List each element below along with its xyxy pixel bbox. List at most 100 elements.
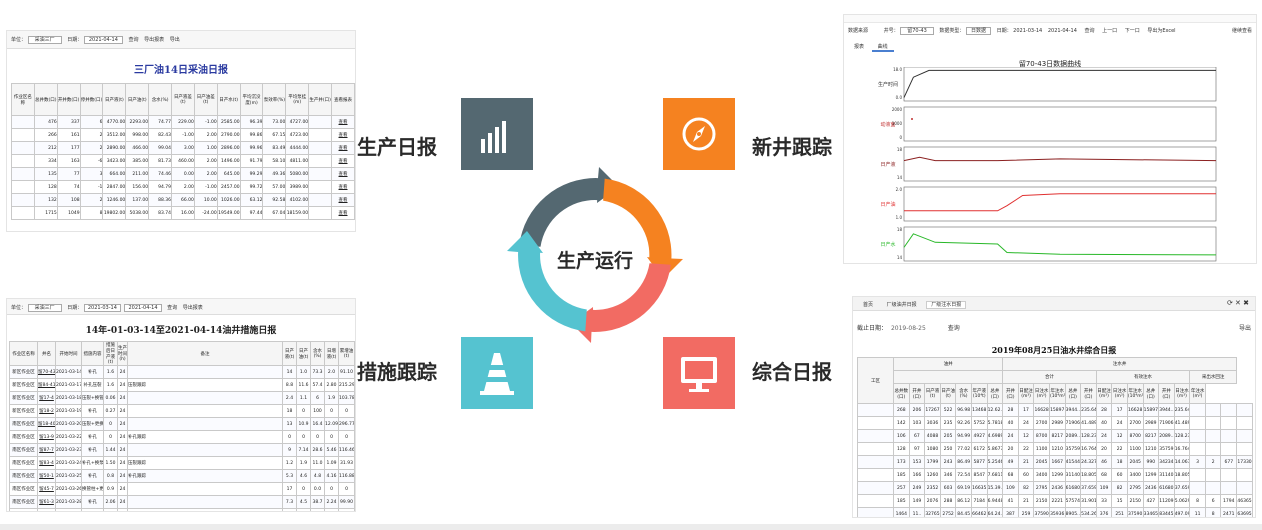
date-input[interactable]: 2019-08-25 xyxy=(890,325,926,332)
prev-button[interactable]: 上一口 xyxy=(1102,28,1118,34)
unit-select[interactable]: 采油三厂 xyxy=(27,304,62,312)
view-report-link[interactable]: 查看 xyxy=(331,141,355,155)
panel-frame xyxy=(903,186,1217,222)
table-cell: 24 xyxy=(117,456,128,470)
table-cell xyxy=(308,193,333,207)
print-button[interactable]: 导出报表 xyxy=(144,37,165,43)
table-cell: 16.7644 xyxy=(1173,442,1191,456)
well-select[interactable]: 留70-43 xyxy=(900,27,934,35)
well-link[interactable]: 留17-4 xyxy=(37,391,56,405)
column-header: 日增液(t) xyxy=(324,341,339,366)
table-cell: 990 xyxy=(1142,455,1160,469)
table-cell: 1.09 xyxy=(324,456,339,470)
column-header: 开井数(口) xyxy=(56,83,81,116)
table-cell: 24 xyxy=(1017,416,1035,430)
well-link[interactable]: 留45-7 xyxy=(37,482,56,496)
table-cell: 7.6811 xyxy=(986,468,1004,482)
view-report-link[interactable]: 查看 xyxy=(331,128,355,142)
table-cell: 109 xyxy=(1002,481,1019,495)
date-from[interactable]: 2021-03-14 xyxy=(83,304,121,312)
well-link[interactable]: 留50-1 xyxy=(37,469,56,483)
column-header: 开始时间 xyxy=(55,341,82,366)
query-button[interactable]: 查询 xyxy=(128,37,139,43)
daily-report-tile[interactable] xyxy=(461,98,533,170)
table-cell: 补孔 xyxy=(81,495,104,509)
date-input[interactable]: 2021-04-14 xyxy=(83,36,123,44)
table-cell: 60 xyxy=(1111,468,1128,482)
tab-oil-daily[interactable]: 厂级油井日报 xyxy=(886,302,917,308)
exit-button[interactable]: 导出 xyxy=(169,37,180,43)
table-cell: 603 xyxy=(939,481,957,495)
query-button[interactable]: 查询 xyxy=(947,325,960,332)
table-cell: 3.00 xyxy=(171,141,195,155)
view-report-link[interactable]: 查看 xyxy=(331,180,355,194)
export-button[interactable]: 导出为Excel xyxy=(1147,28,1176,34)
next-button[interactable]: 下一口 xyxy=(1124,28,1140,34)
date-to[interactable]: 2021-04-14 xyxy=(1047,28,1077,34)
date-to[interactable]: 2021-04-14 xyxy=(124,304,162,312)
table-cell xyxy=(1220,416,1238,430)
table-cell: 1260 xyxy=(924,468,941,482)
table-cell: 2.00 xyxy=(193,167,218,181)
well-link[interactable]: 留87-7 xyxy=(37,443,56,457)
table-cell: 8 xyxy=(1189,494,1206,508)
label-newwell[interactable]: 新井跟踪 xyxy=(752,135,832,159)
table-cell: 4927 xyxy=(970,429,988,443)
table-cell: 2.00 xyxy=(171,180,195,194)
table-cell: 南区作业区 xyxy=(9,495,38,509)
table-cell: 71906 xyxy=(1158,416,1175,430)
query-button[interactable]: 查询 xyxy=(1084,28,1095,34)
well-link[interactable]: 留83-4 xyxy=(37,456,56,470)
table-cell xyxy=(1236,481,1253,495)
export-button[interactable]: 导出 xyxy=(1238,325,1251,332)
view-report-link[interactable]: 查看 xyxy=(331,193,355,207)
column-header: 日产油(t) xyxy=(125,83,150,116)
column-header: 查看报表 xyxy=(331,83,355,116)
table-cell: 137.00 xyxy=(125,193,150,207)
query-button[interactable]: 查询 xyxy=(167,305,178,311)
summary-tile[interactable] xyxy=(663,337,735,409)
view-report-link[interactable]: 查看 xyxy=(331,206,355,220)
label-summary[interactable]: 综合日报 xyxy=(752,360,832,384)
table-cell: 3423.00 xyxy=(102,154,127,168)
date-from[interactable]: 2021-03-14 xyxy=(1013,28,1043,34)
table-cell: 1.44 xyxy=(103,443,118,457)
print-button[interactable]: 导出报表 xyxy=(182,305,203,311)
newwell-tile[interactable] xyxy=(663,98,735,170)
tab-curve[interactable]: 曲线 xyxy=(871,44,894,52)
well-link[interactable]: 留17-1 xyxy=(37,508,56,511)
type-select[interactable]: 日数据 xyxy=(965,27,991,35)
panel-label: 生产时间 xyxy=(878,81,898,88)
view-report-link[interactable]: 查看 xyxy=(331,115,355,129)
window-controls-icon[interactable]: ⟳ ✕ ✖ xyxy=(1226,299,1249,307)
table-cell: 24 xyxy=(117,417,128,431)
table-cell xyxy=(1220,442,1238,456)
well-link[interactable]: 留61-3 xyxy=(37,495,56,509)
table-cell: 南区作业区 xyxy=(9,456,38,470)
tab-water-daily[interactable]: 厂级注水日报 xyxy=(926,301,967,309)
well-link[interactable]: 留70-43 xyxy=(37,365,56,379)
tab-home[interactable]: 首页 xyxy=(863,302,874,308)
well-link[interactable]: 留18-2 xyxy=(37,404,56,418)
more-link[interactable]: 继续查看 xyxy=(1231,28,1252,34)
table-cell xyxy=(308,206,333,220)
tab-report[interactable]: 报表 xyxy=(854,44,865,50)
table-cell: 3512.00 xyxy=(102,128,127,142)
table-cell: 4811.00 xyxy=(285,154,310,168)
label-daily-report[interactable]: 生产日报 xyxy=(357,135,437,159)
table-cell: 0.8 xyxy=(103,469,118,483)
well-link[interactable]: 留13-9 xyxy=(37,430,56,444)
table-cell xyxy=(1220,429,1238,443)
label-measure[interactable]: 措施跟踪 xyxy=(357,360,437,384)
view-report-link[interactable]: 查看 xyxy=(331,167,355,181)
unit-select[interactable]: 采油三厂 xyxy=(27,36,62,44)
table-cell: 128.2324 xyxy=(1080,429,1097,443)
measure-tile[interactable] xyxy=(461,337,533,409)
well-link[interactable]: 留18-40 xyxy=(37,417,56,431)
well-link[interactable]: 留84-41 xyxy=(37,378,56,392)
view-report-link[interactable]: 查看 xyxy=(331,154,355,168)
